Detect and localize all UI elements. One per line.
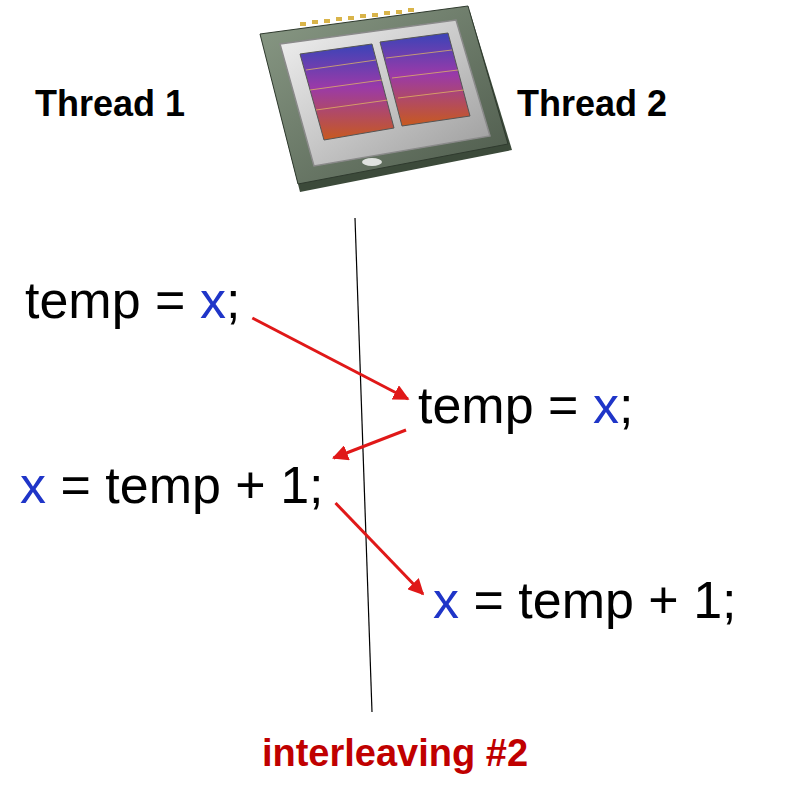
statement-text: temp = x; bbox=[25, 269, 240, 331]
code-fragment: = temp + 1; bbox=[459, 571, 737, 629]
variable-name: x bbox=[433, 571, 459, 629]
chip-pads bbox=[300, 8, 414, 26]
variable-name: x bbox=[20, 456, 46, 514]
cpu-chip bbox=[260, 6, 512, 192]
code-statement: x = temp + 1; bbox=[20, 454, 324, 516]
code-statement: x = temp + 1; bbox=[433, 569, 737, 631]
heat-spreader bbox=[280, 20, 490, 166]
statement-text: x = temp + 1; bbox=[20, 454, 324, 516]
thread-label: Thread 1 bbox=[35, 82, 185, 126]
execution-arrow bbox=[252, 318, 408, 399]
code-fragment: = temp + 1; bbox=[46, 456, 324, 514]
code-fragment: temp = bbox=[25, 271, 200, 329]
chip-logo bbox=[362, 158, 382, 166]
code-fragment: ; bbox=[226, 271, 240, 329]
variable-name: x bbox=[200, 271, 226, 329]
code-statement: temp = x; bbox=[25, 269, 240, 331]
caption: interleaving #2 bbox=[0, 730, 790, 776]
die-core bbox=[300, 44, 394, 140]
statement-text: x = temp + 1; bbox=[433, 569, 737, 631]
execution-arrow bbox=[336, 503, 424, 594]
code-fragment: temp = bbox=[418, 376, 593, 434]
thread-label: Thread 2 bbox=[517, 82, 667, 126]
die-circuits bbox=[306, 50, 464, 110]
chip-substrate bbox=[260, 6, 508, 184]
code-fragment: ; bbox=[619, 376, 633, 434]
die-core bbox=[380, 33, 470, 126]
thread-divider bbox=[355, 218, 372, 712]
code-statement: temp = x; bbox=[418, 374, 633, 436]
statement-text: temp = x; bbox=[418, 374, 633, 436]
execution-arrow bbox=[334, 430, 407, 458]
variable-name: x bbox=[593, 376, 619, 434]
